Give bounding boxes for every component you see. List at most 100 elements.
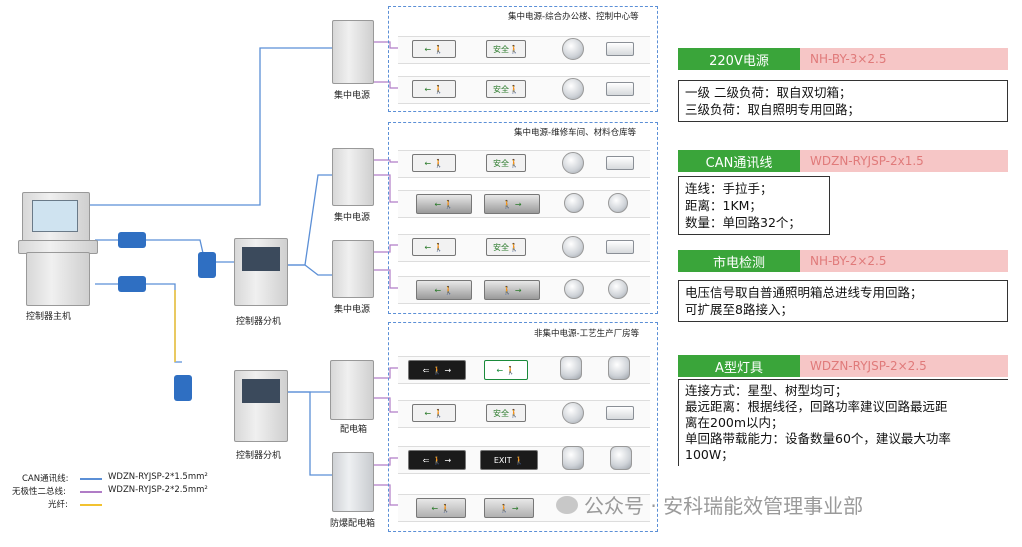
central-power-2 <box>332 148 374 206</box>
can-converter-4 <box>174 375 192 401</box>
watermark-text: 公众号 · 安科瑞能效管理事业部 <box>584 494 864 518</box>
watermark: 公众号 · 安科瑞能效管理事业部 <box>556 490 863 519</box>
exit-sign-label: EXIT <box>493 455 512 465</box>
controller-sub-1-label: 控制器分机 <box>236 317 282 327</box>
wechat-icon <box>556 495 578 514</box>
card-line: 数量：单回路32个； <box>685 215 801 230</box>
legend: CAN通讯线: WDZN-RYJSP-2*1.5mm² 无极性二总线: WDZN… <box>12 470 222 518</box>
card-line: 连接方式：星型、树型均可； <box>685 383 848 398</box>
exit-sign: ← 🚶 <box>484 360 528 380</box>
card-line: 电压信号取自普通照明箱总进线专用回路； <box>685 285 923 300</box>
card-line: 离在200m以内； <box>685 415 784 430</box>
exit-sign: ⇐ 🚶 → <box>408 360 466 380</box>
ceiling-lamp <box>564 279 584 299</box>
legend-fiber-swatch <box>80 504 102 506</box>
ceiling-lamp <box>562 152 584 174</box>
exit-sign: 🚶 → <box>484 498 534 518</box>
card-can: CAN通讯线 WDZN-RYJSP-2x1.5 连线：手拉手； 距离：1KM； … <box>678 150 1008 235</box>
card-line: 单回路带载能力：设备数量60个，建议最大功率 <box>685 431 951 446</box>
card-body: 一级 二级负荷：取自双切箱； 三级负荷：取自照明专用回路； <box>678 80 1008 122</box>
ceiling-lamp <box>562 78 584 100</box>
card-cable: WDZN-RYJSP-2×2.5 <box>800 355 1008 377</box>
legend-bus-swatch <box>80 491 102 493</box>
exit-sign: ← 🚶 <box>412 40 456 58</box>
can-converter-2 <box>118 276 146 292</box>
ceiling-lamp <box>562 38 584 60</box>
controller-sub-1-screen <box>242 247 280 271</box>
can-converter-3 <box>198 252 216 278</box>
legend-bus-label: 无极性二总线: <box>12 487 66 497</box>
card-title: 220V电源 <box>678 48 800 70</box>
can-line-sub1-power2 <box>285 174 332 266</box>
card-head: 市电检测 NH-BY-2×2.5 <box>678 250 1008 272</box>
card-line: 一级 二级负荷：取自双切箱； <box>685 85 852 100</box>
legend-can-label: CAN通讯线: <box>22 474 69 484</box>
card-head: A型灯具 WDZN-RYJSP-2×2.5 <box>678 355 1008 377</box>
emergency-light <box>606 42 634 56</box>
central-power-2-label: 集中电源 <box>334 213 371 223</box>
controller-host-screen <box>32 200 78 232</box>
exit-sign: 🚶 → <box>484 280 540 300</box>
exit-sign: ← 🚶 <box>416 498 466 518</box>
legend-bus-value: WDZN-RYJSP-2*2.5mm² <box>108 485 208 495</box>
card-cable: NH-BY-3×2.5 <box>800 48 1008 70</box>
exit-sign: ← 🚶 <box>416 194 472 214</box>
exit-sign: ← 🚶 <box>416 280 472 300</box>
ceiling-lamp <box>564 193 584 213</box>
controller-sub-2 <box>234 370 288 442</box>
card-title: 市电检测 <box>678 250 800 272</box>
central-power-3 <box>332 240 374 298</box>
explosion-lamp <box>608 356 630 380</box>
exit-sign: ← 🚶 <box>412 238 456 256</box>
card-line: 最远距离：根据线径，回路功率建议回路最远距 <box>685 399 948 414</box>
ceiling-lamp <box>562 402 584 424</box>
controller-sub-1 <box>234 238 288 306</box>
distribution-box-label: 配电箱 <box>340 425 368 435</box>
can-line-host-sub2 <box>95 283 182 363</box>
card-line: 可扩展至8路接入； <box>685 302 793 317</box>
exit-sign: 安全🚶 <box>486 154 526 172</box>
exit-sign-label: 安全 <box>493 408 510 418</box>
controller-sub-2-screen <box>242 379 280 403</box>
exit-sign: EXIT 🚶 <box>480 450 538 470</box>
emergency-light <box>606 240 634 254</box>
explosion-lamp <box>562 446 584 470</box>
card-line: 距离：1KM； <box>685 198 762 213</box>
explosion-box <box>332 452 374 512</box>
group-noncentral-factory-title: 非集中电源-工艺生产厂房等 <box>534 329 640 339</box>
emergency-light <box>606 156 634 170</box>
card-a-lamp: A型灯具 WDZN-RYJSP-2×2.5 连接方式：星型、树型均可； 最远距离… <box>678 355 1008 466</box>
emergency-light <box>606 406 634 420</box>
group-central-workshop-title: 集中电源-维修车间、材料仓库等 <box>514 128 637 138</box>
exit-sign-label: 安全 <box>493 44 510 54</box>
group-central-workshop <box>388 122 658 314</box>
can-line-sub1-power3 <box>285 264 332 276</box>
controller-host <box>18 192 98 306</box>
can-line-sub2-explosion <box>285 391 332 476</box>
ceiling-lamp <box>562 236 584 258</box>
ceiling-lamp <box>608 193 628 213</box>
card-head: CAN通讯线 WDZN-RYJSP-2x1.5 <box>678 150 1008 172</box>
card-title: CAN通讯线 <box>678 150 800 172</box>
card-line: 连线：手拉手； <box>685 181 773 196</box>
card-mains-detect: 市电检测 NH-BY-2×2.5 电压信号取自普通照明箱总进线专用回路； 可扩展… <box>678 250 1008 322</box>
group-central-office <box>388 6 658 112</box>
card-body: 连接方式：星型、树型均可； 最远距离：根据线径，回路功率建议回路最远距 离在20… <box>678 379 1008 466</box>
card-line: 100W； <box>685 447 734 462</box>
ceiling-lamp <box>608 279 628 299</box>
legend-fiber-label: 光纤: <box>48 500 68 510</box>
group-noncentral-factory <box>388 322 658 532</box>
exit-sign: 安全🚶 <box>486 238 526 256</box>
controller-sub-2-label: 控制器分机 <box>236 451 282 461</box>
can-converter-1 <box>118 232 146 248</box>
exit-sign: 安全🚶 <box>486 40 526 58</box>
central-power-3-label: 集中电源 <box>334 305 371 315</box>
exit-sign: 🚶 → <box>484 194 540 214</box>
group-central-office-title: 集中电源-综合办公楼、控制中心等 <box>508 12 639 22</box>
legend-can-swatch <box>80 478 102 480</box>
central-power-1-label: 集中电源 <box>334 91 371 101</box>
card-line: 三级负荷：取自照明专用回路； <box>685 102 861 117</box>
emergency-light <box>606 82 634 96</box>
exit-sign-label: 安全 <box>493 84 510 94</box>
controller-host-label: 控制器主机 <box>26 312 72 322</box>
